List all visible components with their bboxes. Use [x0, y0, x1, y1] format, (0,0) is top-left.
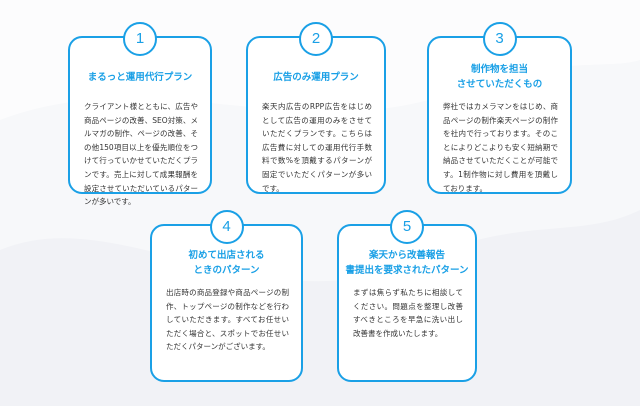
plan-title: 初めて出店される ときのパターン: [188, 250, 265, 276]
plan-title: 広告のみ運用プラン: [273, 72, 359, 83]
plan-number-badge: 2: [299, 22, 333, 56]
plan-card-1: 1 まるっと運用代行プラン クライアント様とともに、広告や商品ページの改善、SE…: [68, 22, 212, 206]
plan-description: 出店時の商品登録や商品ページの制作、トップページの制作などを行わしていただきます…: [166, 288, 289, 352]
plan-description: 弊社ではカメラマンをはじめ、商品ページの制作楽天ページの制作を社内で行っておりま…: [443, 102, 558, 193]
plan-title: 楽天から改善報告 書提出を要求されたパターン: [345, 250, 469, 276]
plan-card-5: 5 楽天から改善報告 書提出を要求されたパターン まずは焦らず私たちに相談してく…: [337, 210, 477, 382]
plan-description: 楽天内広告のRPP広告をはじめとして広告の運用のみをさせていただくプランです。こ…: [262, 102, 372, 193]
plan-number-badge: 1: [123, 22, 157, 56]
plan-number-badge: 3: [482, 22, 517, 56]
plan-description: まずは焦らず私たちに相談してください。問題点を整理し改善すべきところを早急に洗い…: [353, 288, 463, 338]
plan-title: 制作物を担当 させていただくもの: [456, 64, 543, 90]
plan-description: クライアント様とともに、広告や商品ページの改善、SEO対策、メルマガの制作、ペー…: [84, 102, 198, 207]
plan-number-badge: 5: [390, 210, 424, 244]
plan-card-3: 3 制作物を担当 させていただくもの 弊社ではカメラマンをはじめ、商品ページの制…: [427, 22, 572, 194]
plan-card-2: 2 広告のみ運用プラン 楽天内広告のRPP広告をはじめとして広告の運用のみをさせ…: [246, 22, 386, 194]
plan-title: まるっと運用代行プラン: [87, 72, 193, 83]
plan-number-badge: 4: [209, 210, 244, 244]
plan-card-4: 4 初めて出店される ときのパターン 出店時の商品登録や商品ページの制作、トップ…: [150, 210, 303, 382]
